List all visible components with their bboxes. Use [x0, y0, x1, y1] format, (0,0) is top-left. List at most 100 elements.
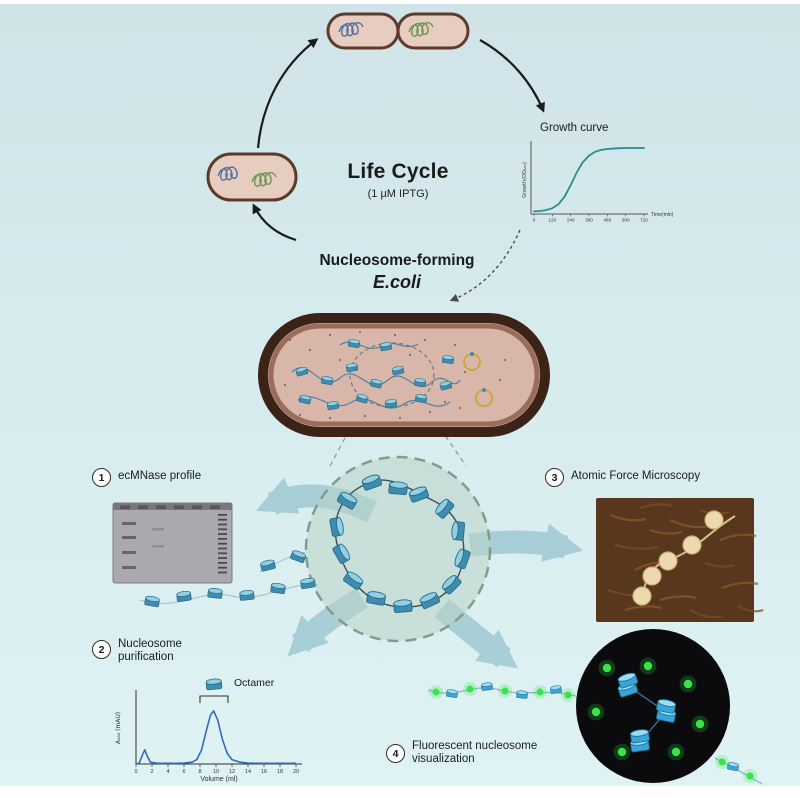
growth-tick-label: 120 [548, 218, 556, 223]
afm-nucleosome-bead [704, 510, 724, 530]
growth-xlabel: Time(min) [651, 212, 674, 218]
nucleosome-icon [391, 366, 405, 376]
life-cycle-title: Life Cycle [347, 160, 449, 183]
step-1-badge: 1 [92, 468, 111, 487]
step-2-badge: 2 [92, 640, 111, 659]
fluorescence-image [427, 629, 763, 785]
nucleosome-icon [369, 379, 383, 389]
nucleosome-icon [481, 682, 493, 691]
nucleosome-icon [260, 559, 276, 572]
nucleosome-icon [332, 543, 351, 565]
nucleosome-icon [345, 363, 359, 372]
nucleosome-icon [205, 678, 223, 691]
cycle-arrow-left-to-top [256, 38, 319, 149]
dna-strand [297, 396, 451, 409]
nucleosome-icon [207, 588, 223, 599]
octamer-bracket [199, 695, 229, 703]
octamer-annotation: Octamer [234, 677, 275, 689]
fluorescent-dot [591, 707, 601, 717]
growth-tick-label: 240 [567, 218, 575, 223]
chromatogram-tick-label: 10 [213, 769, 219, 775]
nucleosome-icon [617, 672, 639, 689]
nucleosome-icon [300, 577, 316, 590]
growth-tick-label: 0 [533, 218, 536, 223]
nucleosome-icon [336, 491, 358, 510]
growth-ylabel: Growth(OD₆₀₀) [522, 162, 528, 198]
nucleosome-icon [441, 574, 462, 595]
nucleosome-forming-label: Nucleosome-forming [319, 252, 475, 269]
nucleosome-icon [419, 592, 441, 610]
growth-curve-label: Growth curve [540, 122, 609, 134]
growth-curve-plot: 0 120 240 360 480 600 720 Growth(OD₆₀₀) Time(m… [522, 141, 674, 223]
nucleosome-icon [366, 591, 387, 606]
growth-tick-label: 720 [640, 218, 648, 223]
growth-curve-line [533, 147, 645, 213]
afm-nucleosome-bead [632, 586, 652, 606]
fluorescent-dot [718, 758, 726, 766]
dividing-cell-illustration [326, 12, 470, 50]
cycle-arrow-top-to-right [479, 39, 545, 113]
nucleosome-icon [413, 378, 427, 387]
cycle-arrow-bottom-to-left [252, 203, 297, 242]
nucleosome-icon [441, 355, 455, 364]
chromatogram-tick-label: 18 [277, 769, 283, 775]
step-1-label: ecMNase profile [118, 470, 202, 482]
nucleosome-icon [144, 595, 160, 608]
nucleosome-icon [408, 486, 430, 503]
nucleosome-icon [439, 381, 453, 391]
nucleosome-icon [388, 481, 408, 496]
nucleosome-chain-left [139, 550, 319, 608]
fluorescent-dot [432, 688, 440, 696]
fluorescent-dot [536, 688, 544, 696]
nucleosome-icon [727, 762, 740, 771]
afm-image [596, 498, 764, 622]
nucleosome-icon [656, 699, 677, 714]
step-4-badge: 4 [386, 744, 405, 763]
chromatogram-tick-label: 2 [150, 769, 153, 775]
dna-blue [217, 166, 238, 181]
growth-tick-label: 600 [622, 218, 630, 223]
nucleosome-icon [290, 550, 307, 563]
nucleosome-icon [516, 690, 528, 699]
nucleosome-icon [343, 571, 364, 590]
iptg-subtitle: (1 µM IPTG) [367, 188, 429, 200]
nucleosome-icon [326, 401, 340, 411]
nucleosome-icon [329, 516, 344, 537]
dna-blue [338, 22, 364, 37]
gel-image [112, 502, 233, 584]
nucleosome-icon [435, 498, 455, 519]
fluorescent-dot [671, 747, 681, 757]
ecoli-label: E.coli [372, 272, 421, 292]
nucleosome-icon [451, 521, 466, 541]
chromatogram-tick-label: 4 [166, 769, 169, 775]
afm-nucleosome-bead [658, 551, 678, 571]
ecoli-cell-illustration [258, 313, 550, 437]
nucleosome-icon [239, 590, 255, 601]
chromatogram-tick-label: 12 [229, 769, 235, 775]
chromatogram-ylabel: A₂₆₀ (mAU) [115, 712, 122, 744]
chromatogram-tick-label: 20 [293, 769, 299, 775]
chromatogram-tick-label: 0 [134, 769, 137, 775]
nucleosome-icon [393, 599, 413, 614]
step-4-label: Fluorescent nucleosome visualization [412, 740, 538, 766]
growth-tick-label: 480 [603, 218, 611, 223]
fluorescent-dot [695, 719, 705, 729]
nucleosome-icon [355, 393, 369, 404]
growth-tick-label: 360 [585, 218, 593, 223]
nucleosome-icon [550, 685, 562, 694]
chromatogram-xlabel: Volume (ml) [200, 776, 237, 783]
fluorescent-dot [602, 663, 612, 673]
nucleosome-icon [379, 342, 393, 352]
chromatogram-tick-label: 14 [245, 769, 251, 775]
nucleosome-icon [176, 590, 192, 602]
afm-nucleosome-bead [642, 566, 662, 586]
single-cell-illustration [206, 152, 298, 202]
fluorescent-dot [683, 679, 693, 689]
step-3-badge: 3 [545, 468, 564, 487]
nucleosome-icon [384, 399, 398, 408]
afm-nucleosome-bead [682, 535, 702, 555]
nucleosome-icon [454, 548, 471, 570]
microscopy-field [576, 629, 730, 783]
